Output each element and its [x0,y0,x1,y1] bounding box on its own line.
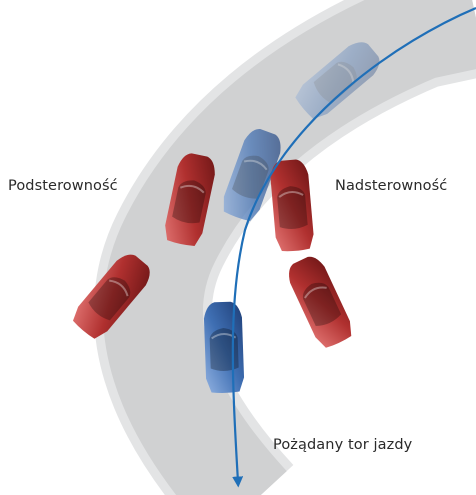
desired-path-label: Pożądany tor jazdy [273,437,412,453]
car-current [203,301,244,393]
car-oversteer-1 [269,159,315,253]
understeer-label: Podsterowność [8,178,118,194]
oversteer-label: Nadsterowność [335,178,447,194]
car-oversteer-2 [283,252,356,351]
